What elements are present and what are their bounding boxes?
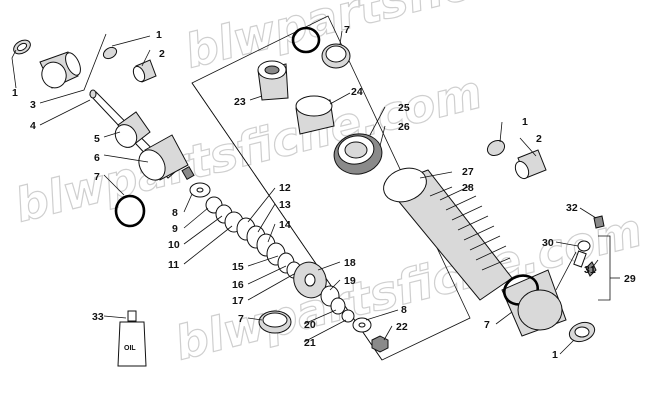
bushing-bottom-bore xyxy=(574,326,590,338)
washer-hole-b xyxy=(358,322,366,328)
bushing-bore xyxy=(16,42,28,52)
callout-21: 21 xyxy=(304,337,316,349)
piston-bore xyxy=(304,273,316,287)
callout-7-d: 7 xyxy=(484,319,490,331)
adjuster-bore xyxy=(344,141,368,159)
seal-inner xyxy=(262,312,288,328)
eyelet-end xyxy=(65,52,81,76)
callout-13: 13 xyxy=(279,199,291,211)
callout-27: 27 xyxy=(462,166,474,178)
upper-center-parts xyxy=(257,26,383,175)
nut-part-22 xyxy=(371,335,389,353)
o-ring-part-7-top xyxy=(291,26,321,54)
main-body xyxy=(383,167,596,343)
seal-top-inner xyxy=(325,45,347,63)
callout-9: 9 xyxy=(172,223,178,235)
sleeve-right-end xyxy=(514,160,530,180)
o-ring-part-7 xyxy=(114,194,146,228)
callout-11: 11 xyxy=(168,259,179,271)
callout-8: 8 xyxy=(172,207,178,219)
body-threads xyxy=(439,185,511,271)
callout-12: 12 xyxy=(279,182,291,194)
callout-24: 24 xyxy=(351,86,363,98)
callout-33: 33 xyxy=(92,311,104,323)
valve-leader xyxy=(555,251,577,291)
body-opening-part-27 xyxy=(383,167,427,203)
callout-2: 2 xyxy=(159,48,165,60)
oil-bottle-nozzle xyxy=(127,310,137,322)
piston-face xyxy=(138,149,166,181)
callout-10: 10 xyxy=(168,239,180,251)
callout-5: 5 xyxy=(94,133,100,145)
callout-1: 1 xyxy=(12,87,18,99)
left-shaft-assembly xyxy=(13,39,195,228)
collar-face xyxy=(114,124,138,148)
callout-17: 17 xyxy=(232,295,244,307)
piston-stud xyxy=(181,165,195,181)
callout-20: 20 xyxy=(304,319,316,331)
callout-2-right: 2 xyxy=(536,133,542,145)
callout-22: 22 xyxy=(396,321,408,333)
callout-30: 30 xyxy=(542,237,554,249)
callout-26: 26 xyxy=(398,121,410,133)
oil-bottle-part-33: OIL xyxy=(117,310,147,367)
shim-part-21 xyxy=(341,309,355,323)
valve-body-part-30 xyxy=(577,240,591,252)
shim-part-20 xyxy=(330,297,346,315)
lower-eyelet xyxy=(517,289,563,331)
shim-stack xyxy=(189,182,389,353)
bushing-part-1-right xyxy=(486,139,506,157)
watermark-top: blwpartsfiche.com xyxy=(180,0,650,79)
callout-7: 7 xyxy=(94,171,100,183)
callout-16: 16 xyxy=(232,279,244,291)
bushing-part-1-b xyxy=(102,46,118,60)
callout-1-right: 1 xyxy=(522,116,528,128)
callout-28: 28 xyxy=(462,182,474,194)
callout-3: 3 xyxy=(30,99,36,111)
oil-bottle-body xyxy=(117,321,147,367)
callout-1-b: 1 xyxy=(156,29,162,41)
callout-6: 6 xyxy=(94,152,100,164)
callout-29: 29 xyxy=(624,273,636,285)
eyelet-face xyxy=(41,61,67,89)
oil-bottle-label: OIL xyxy=(124,345,136,352)
valve-cap-part-32 xyxy=(593,215,605,229)
leader-lines xyxy=(11,30,620,355)
callout-32: 32 xyxy=(566,202,578,214)
callout-1-d: 1 xyxy=(552,349,558,361)
washer-hole xyxy=(196,187,204,193)
callout-25: 25 xyxy=(398,102,410,114)
callout-4: 4 xyxy=(30,120,36,132)
valve-stem xyxy=(573,250,587,268)
cap-top xyxy=(295,95,333,117)
right-upper-bushings xyxy=(486,139,547,180)
shaft-tip xyxy=(89,89,97,99)
callout-labels: 1 2 1 3 4 5 6 7 7 23 24 25 26 1 2 27 28 … xyxy=(12,24,636,361)
callout-19: 19 xyxy=(344,275,356,287)
bearing-bore xyxy=(264,65,280,75)
callout-18: 18 xyxy=(344,257,356,269)
callout-23: 23 xyxy=(234,96,246,108)
callout-14: 14 xyxy=(279,219,291,231)
callout-7-top: 7 xyxy=(344,24,350,36)
callout-15: 15 xyxy=(232,261,244,273)
callout-8-b: 8 xyxy=(401,304,407,316)
sleeve-end xyxy=(132,65,146,83)
callout-31: 31 xyxy=(584,264,596,276)
callout-7-c: 7 xyxy=(238,313,244,325)
